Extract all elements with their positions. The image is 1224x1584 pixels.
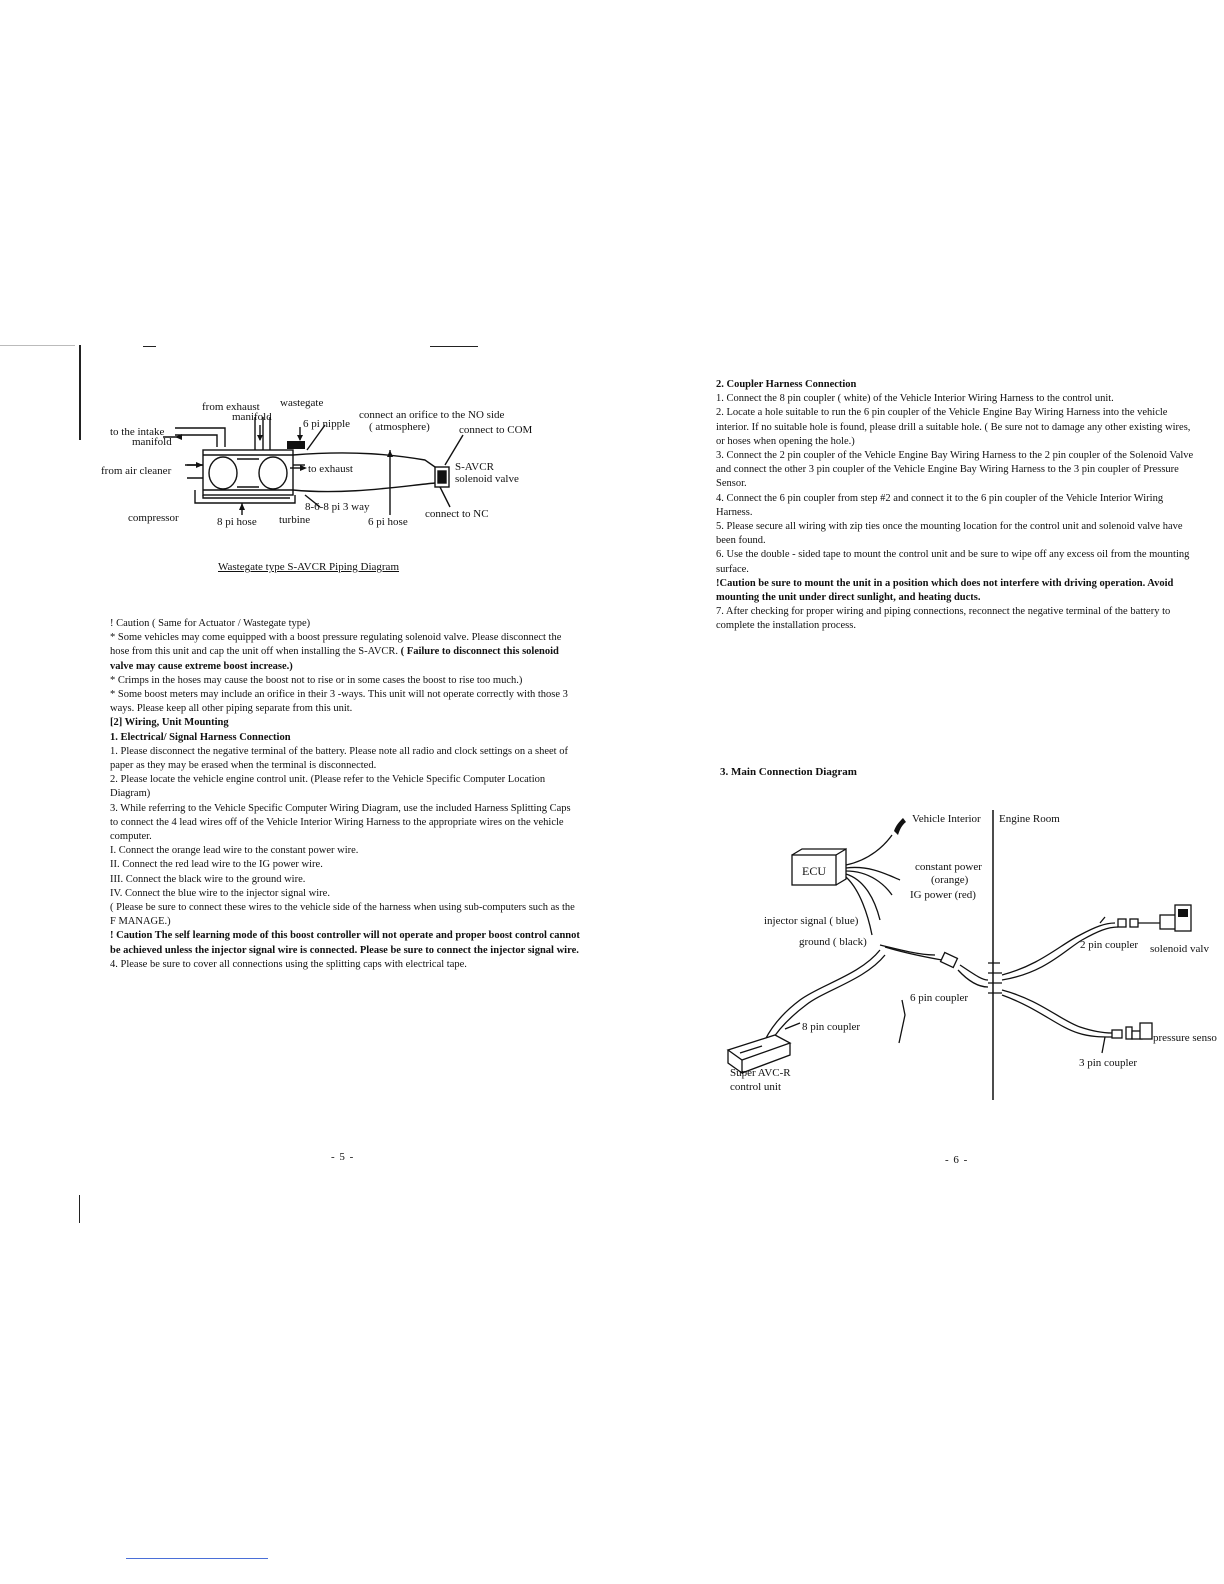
paragraph-solenoid-warning: * Some vehicles may come equipped with a…	[110, 631, 580, 674]
label-constant-power: constant power	[915, 861, 982, 873]
left-page-body: ! Caution ( Same for Actuator / Wastegat…	[110, 617, 580, 972]
label-connect-orifice: connect an orifice to the NO side	[359, 409, 505, 421]
label-manifold: manifold	[232, 411, 272, 423]
caution-mounting: !Caution be sure to mount the unit in a …	[716, 577, 1174, 604]
step-1: 1. Please disconnect the negative termin…	[110, 745, 568, 772]
label-three-way: 8-6-8 pi 3 way	[305, 501, 370, 513]
label-vehicle-interior: Vehicle Interior	[912, 813, 981, 825]
subsection-heading-electrical: 1. Electrical/ Signal Harness Connection	[110, 731, 291, 743]
label-orange: (orange)	[931, 874, 969, 886]
main-connection-diagram: Vehicle Interior Engine Room ECU constan…	[720, 805, 1220, 1105]
coupler-step-5: 5. Please secure all wiring with zip tie…	[716, 521, 1183, 547]
label-wastegate: wastegate	[280, 397, 324, 409]
sub-computer-note: ( Please be sure to connect these wires …	[110, 902, 575, 928]
top-dash-left	[143, 346, 156, 347]
label-to-exhaust: to exhaust	[308, 463, 353, 475]
label-injector-signal: injector signal ( blue)	[764, 915, 859, 927]
label-intake-manifold: manifold	[132, 436, 172, 448]
label-from-air-cleaner: from air cleaner	[101, 465, 172, 477]
step-3: 3. While referring to the Vehicle Specif…	[110, 802, 571, 843]
top-dash-right	[430, 346, 478, 347]
label-super-avcr: Super AVC-R	[730, 1067, 791, 1079]
label-from-exhaust: from exhaust	[202, 401, 260, 413]
step-3-iv: IV. Connect the blue wire to the injecto…	[110, 887, 330, 899]
label-ig-power: IG power (red)	[910, 889, 976, 901]
label-ecu: ECU	[802, 864, 826, 878]
coupler-step-1: 1. Connect the 8 pin coupler ( white) of…	[716, 393, 1114, 405]
coupler-step-6: 6. Use the double - sided tape to mount …	[716, 549, 1190, 575]
label-turbine: turbine	[279, 514, 311, 526]
label-6-pi-hose: 6 pi hose	[368, 516, 408, 528]
label-connect-com: connect to COM	[459, 424, 533, 436]
step-3-i: I. Connect the orange lead wire to the c…	[110, 845, 359, 857]
label-solenoid-valve: solenoid valve	[455, 473, 519, 485]
label-to-intake: to the intake	[110, 426, 165, 438]
main-connection-drawing	[726, 810, 1192, 1100]
coupler-step-4: 4. Connect the 6 pin coupler from step #…	[716, 492, 1164, 518]
label-atmosphere: ( atmosphere)	[369, 421, 430, 433]
page-number-right: - 6 -	[945, 1154, 969, 1166]
label-3-pin-coupler: 3 pin coupler	[1079, 1057, 1138, 1069]
paragraph-crimps: * Crimps in the hoses may cause the boos…	[110, 674, 523, 686]
step-2: 2. Please locate the vehicle engine cont…	[110, 774, 546, 800]
section-heading-coupler: 2. Coupler Harness Connection	[716, 379, 857, 390]
page-number-left: - 5 -	[331, 1151, 355, 1163]
step-4: 4. Please be sure to cover all connectio…	[110, 958, 467, 970]
paragraph-solenoid-text: * Some vehicles may come equipped with a…	[110, 632, 562, 658]
caution-self-learning: ! Caution The self learning mode of this…	[110, 930, 580, 956]
label-8-pi-hose: 8 pi hose	[217, 516, 257, 528]
left-margin-rule	[79, 345, 81, 440]
label-control-unit: control unit	[730, 1081, 782, 1093]
main-connection-heading: 3. Main Connection Diagram	[720, 766, 857, 778]
coupler-step-7: 7. After checking for proper wiring and …	[716, 606, 1171, 632]
label-nipple: 6 pi nipple	[303, 418, 351, 430]
label-savcr: S-AVCR	[455, 461, 494, 473]
scan-dots	[0, 345, 75, 346]
piping-diagram-caption: Wastegate type S-AVCR Piping Diagram	[218, 561, 400, 573]
label-6-pin-coupler: 6 pin coupler	[910, 992, 969, 1004]
piping-diagram: from exhaust manifold wastegate 6 pi nip…	[95, 395, 565, 555]
label-engine-room: Engine Room	[999, 813, 1060, 825]
step-3-iii: III. Connect the black wire to the groun…	[110, 873, 306, 885]
coupler-step-2: 2. Locate a hole suitable to run the 6 p…	[716, 407, 1191, 447]
caution-heading: ! Caution ( Same for Actuator / Wastegat…	[110, 618, 311, 629]
right-page-body: 2. Coupler Harness Connection 1. Connect…	[716, 378, 1198, 634]
label-ground: ground ( black)	[799, 936, 867, 948]
coupler-step-3: 3. Connect the 2 pin coupler of the Vehi…	[716, 450, 1194, 490]
left-margin-rule-lower	[79, 1195, 80, 1223]
label-solenoid-valve: solenoid valv	[1150, 943, 1209, 955]
piping-diagram-drawing	[163, 417, 464, 515]
label-8-pin-coupler: 8 pin coupler	[802, 1021, 861, 1033]
label-2-pin-coupler: 2 pin coupler	[1080, 939, 1139, 951]
paragraph-solenoid-bold: ( Failure to disconnect this solenoid va…	[110, 646, 559, 672]
bottom-blue-rule	[126, 1558, 268, 1559]
label-pressure-sensor: pressure senso	[1153, 1032, 1217, 1044]
paragraph-boost-meters: * Some boost meters may include an orifi…	[110, 689, 568, 715]
label-connect-nc: connect to NC	[425, 508, 489, 520]
section-heading-wiring: [2] Wiring, Unit Mounting	[110, 717, 229, 729]
label-compressor: compressor	[128, 512, 179, 524]
step-3-ii: II. Connect the red lead wire to the IG …	[110, 859, 323, 871]
